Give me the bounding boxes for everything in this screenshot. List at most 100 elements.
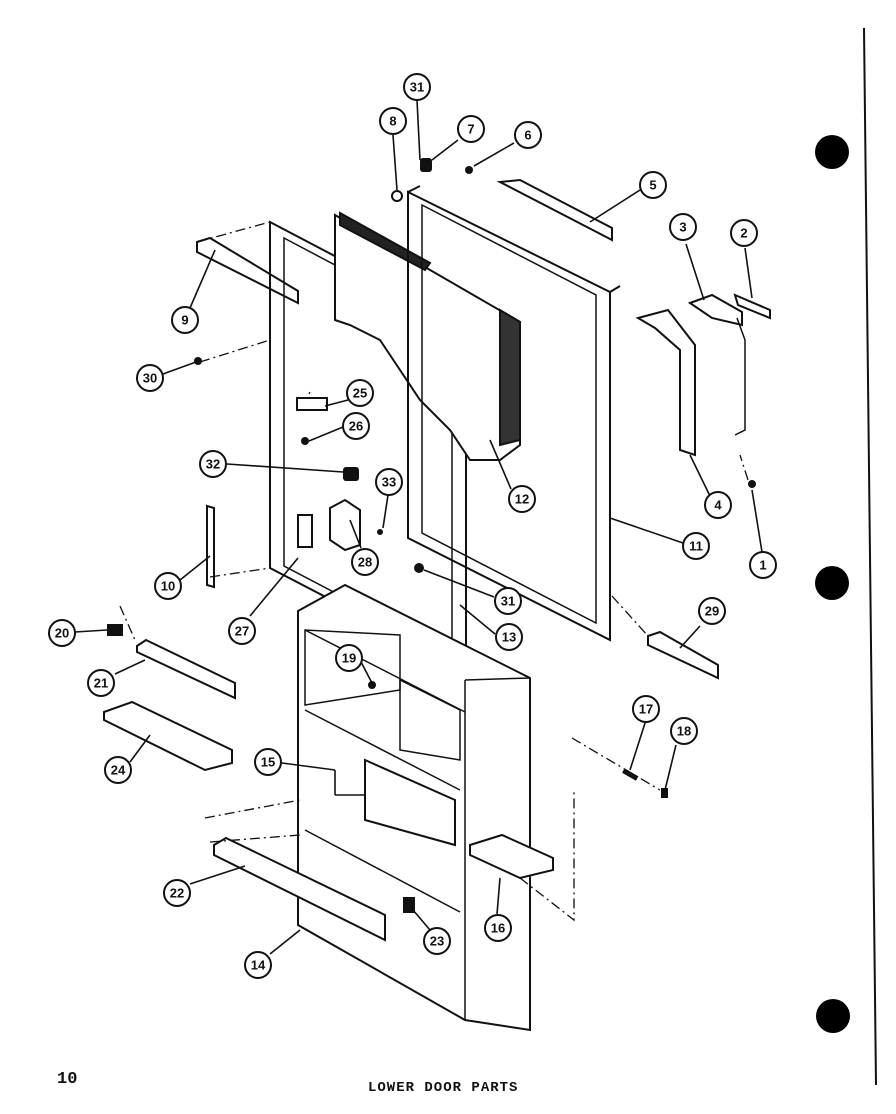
part-26-screw <box>301 437 309 445</box>
callout-13: 13 <box>495 623 523 651</box>
part-11-door-liner <box>407 190 611 642</box>
callout-17: 17 <box>632 695 660 723</box>
callout-circle <box>749 551 777 579</box>
assembly-lines <box>119 221 749 922</box>
callout-21: 21 <box>87 669 115 697</box>
callout-26: 26 <box>342 412 370 440</box>
part-18-pin <box>661 788 668 798</box>
part-3-bracket <box>687 293 743 327</box>
callout-number: 16 <box>491 921 505 936</box>
callout-circle <box>171 306 199 334</box>
part-11-liner-lip <box>407 185 421 193</box>
part-11-liner-inner <box>421 203 597 625</box>
part-14-rib <box>304 709 461 913</box>
callout-number: 17 <box>639 702 653 717</box>
callout-circle <box>514 121 542 149</box>
part-31-bushing-lower <box>414 563 424 573</box>
callout-number: 14 <box>251 958 266 973</box>
callout-9: 9 <box>171 306 199 334</box>
callout-31: 31 <box>403 73 431 101</box>
part-6-screw <box>465 166 473 174</box>
callout-20: 20 <box>48 619 76 647</box>
callout-number: 33 <box>382 475 396 490</box>
callout-5: 5 <box>639 171 667 199</box>
part-22-handle <box>213 836 386 942</box>
callout-27: 27 <box>228 617 256 645</box>
callout-number: 2 <box>740 226 747 241</box>
callout-circle <box>346 379 374 407</box>
callout-22: 22 <box>163 879 191 907</box>
callout-number: 1 <box>759 558 766 573</box>
fasteners <box>107 158 756 913</box>
callout-12: 12 <box>508 485 536 513</box>
callout-number: 5 <box>649 178 656 193</box>
callout-number: 25 <box>353 386 367 401</box>
callout-25: 25 <box>346 379 374 407</box>
part-14-side <box>464 677 531 1020</box>
callout-circle <box>104 756 132 784</box>
part-24-ice-tray <box>103 700 233 772</box>
callout-circle <box>639 171 667 199</box>
callout-circle <box>669 213 697 241</box>
callout-14: 14 <box>244 951 272 979</box>
binder-hole-middle <box>815 566 849 600</box>
callout-number: 9 <box>181 313 188 328</box>
callout-circle <box>403 73 431 101</box>
callout-19: 19 <box>335 644 363 672</box>
callout-circle <box>457 115 485 143</box>
callout-circle <box>495 623 523 651</box>
part-7-bushing <box>420 158 432 172</box>
callout-number: 4 <box>714 498 722 513</box>
callout-circle <box>682 532 710 560</box>
binder-holes <box>815 135 850 1033</box>
callout-circle <box>154 572 182 600</box>
callout-33: 33 <box>375 468 403 496</box>
part-33-screw <box>377 529 383 535</box>
callout-31: 31 <box>494 587 522 615</box>
part-14-recess <box>399 678 461 761</box>
callout-circle <box>508 485 536 513</box>
callout-30: 30 <box>136 364 164 392</box>
callout-number: 32 <box>206 457 220 472</box>
part-10-strip <box>206 504 215 589</box>
callout-circle <box>351 548 379 576</box>
callout-15: 15 <box>254 748 282 776</box>
callout-circle <box>423 927 451 955</box>
callout-number: 20 <box>55 626 69 641</box>
part-1-screw <box>748 480 756 488</box>
part-2-cap <box>733 293 771 320</box>
callout-circle <box>670 717 698 745</box>
part-4-hinge-arm <box>734 317 746 436</box>
callout-24: 24 <box>104 756 132 784</box>
page-border <box>863 27 877 1086</box>
callout-23: 23 <box>423 927 451 955</box>
callout-10: 10 <box>154 572 182 600</box>
binder-hole-top <box>815 135 849 169</box>
callout-1: 1 <box>749 551 777 579</box>
part-8-washer <box>391 190 403 202</box>
callout-circle <box>379 107 407 135</box>
callout-circle <box>704 491 732 519</box>
callout-4: 4 <box>704 491 732 519</box>
callout-number: 12 <box>515 492 529 507</box>
callout-number: 13 <box>502 630 516 645</box>
part-27-latch <box>297 514 313 548</box>
callout-circle <box>494 587 522 615</box>
callout-3: 3 <box>669 213 697 241</box>
callout-number: 15 <box>261 755 275 770</box>
callout-circle <box>730 219 758 247</box>
callout-number: 24 <box>111 763 126 778</box>
callout-number: 23 <box>430 934 444 949</box>
callout-28: 28 <box>351 548 379 576</box>
callout-number: 26 <box>349 419 363 434</box>
callout-number: 18 <box>677 724 691 739</box>
callout-circle <box>136 364 164 392</box>
part-21-bar <box>136 638 236 700</box>
part-28-bracket <box>329 498 361 552</box>
page-number: 10 <box>57 1070 78 1089</box>
callout-circle <box>199 450 227 478</box>
callout-circle <box>244 951 272 979</box>
